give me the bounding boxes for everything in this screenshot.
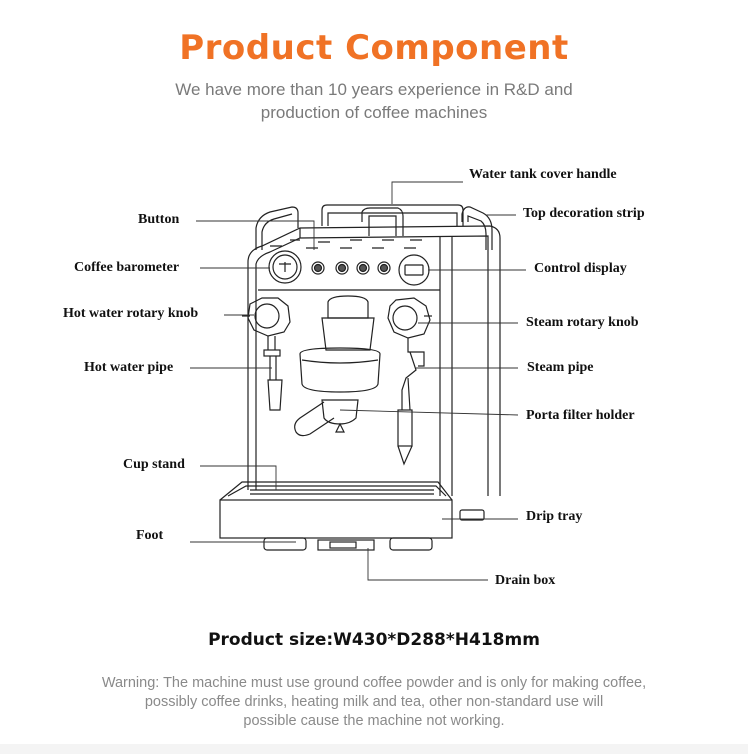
label-water-tank-cover-handle: Water tank cover handle	[469, 167, 617, 182]
portafilter-drawing	[294, 399, 359, 437]
water-tank-handle-drawing	[321, 204, 464, 236]
warning-line-1: Warning: The machine must use ground cof…	[101, 675, 647, 691]
subtitle-line-1: We have more than 10 years experience in…	[175, 80, 573, 99]
brew-group-drawing	[299, 295, 381, 393]
drip-tray-drawing	[219, 481, 453, 539]
leader-porta-filter	[339, 409, 519, 416]
bottom-band	[0, 744, 748, 754]
label-control-display: Control display	[534, 261, 627, 276]
machine-body-drawing	[247, 225, 501, 496]
page-title: Product Component	[179, 28, 569, 68]
label-coffee-barometer: Coffee barometer	[74, 260, 180, 275]
label-top-decoration-strip: Top decoration strip	[523, 206, 645, 221]
label-cup-stand: Cup stand	[123, 457, 185, 472]
label-hot-water-rotary-knob: Hot water rotary knob	[63, 306, 199, 321]
warning-line-2: possibly coffee drinks, heating milk and…	[144, 694, 604, 710]
label-drip-tray: Drip tray	[526, 509, 583, 524]
product-size: Product size:W430*D288*H418mm	[208, 630, 540, 650]
label-steam-pipe: Steam pipe	[527, 360, 594, 375]
warning-text: Warning: The machine must use ground cof…	[40, 674, 708, 731]
leader-drain-box	[367, 548, 488, 581]
hot-water-pipe-drawing	[263, 336, 283, 411]
label-hot-water-pipe: Hot water pipe	[84, 360, 174, 375]
leader-water-tank-handle	[391, 181, 463, 204]
leader-button	[196, 220, 315, 250]
drain-box-drawing	[317, 539, 375, 551]
leader-cup-stand	[200, 465, 277, 490]
buttons-drawing	[311, 261, 391, 275]
page-subtitle: We have more than 10 years experience in…	[0, 78, 748, 124]
control-display-drawing	[398, 254, 430, 286]
leader-lines	[190, 181, 526, 581]
feet-drawing	[263, 509, 485, 551]
label-foot: Foot	[136, 528, 164, 543]
coffee-barometer-drawing	[268, 250, 302, 284]
steam-pipe-drawing	[397, 338, 425, 466]
warning-line-3: possible cause the machine not working.	[243, 713, 505, 729]
hot-water-knob-drawing	[242, 297, 291, 337]
label-steam-rotary-knob: Steam rotary knob	[526, 315, 639, 330]
steam-knob-drawing	[387, 297, 432, 339]
label-drain-box: Drain box	[495, 573, 556, 588]
subtitle-line-2: production of coffee machines	[260, 103, 488, 122]
label-porta-filter-holder: Porta filter holder	[526, 408, 635, 423]
label-button: Button	[138, 212, 180, 227]
